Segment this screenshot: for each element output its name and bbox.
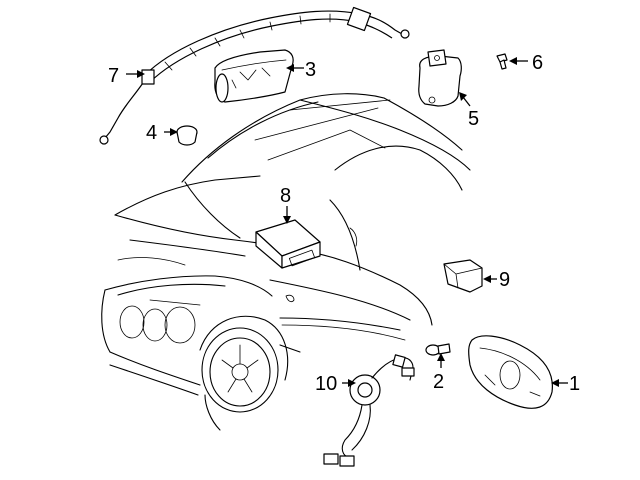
- callout-2: 2: [433, 371, 444, 393]
- callout-5: 5: [468, 108, 479, 130]
- sensor-part: [443, 259, 483, 293]
- vehicle-outline: [101, 93, 471, 431]
- callout-3: 3: [305, 59, 316, 81]
- clock-spring-part: [323, 354, 415, 467]
- callout-8: 8: [280, 185, 291, 207]
- driver-airbag-part: [468, 335, 553, 409]
- callout-labels: 1 2 3 4 5 6 7 8 9 10: [108, 52, 580, 395]
- screw-part: [496, 53, 508, 70]
- leader-arrows: [126, 57, 568, 387]
- callout-4: 4: [146, 122, 157, 144]
- callout-9: 9: [499, 269, 510, 291]
- callout-6: 6: [532, 52, 543, 74]
- callout-7: 7: [108, 65, 119, 87]
- callout-10: 10: [315, 373, 337, 395]
- callout-1: 1: [569, 373, 580, 395]
- sensor-bracket-part: [418, 49, 462, 107]
- control-module-part: [255, 219, 321, 269]
- bolt-part: [425, 343, 451, 356]
- passenger-airbag-part: [214, 49, 294, 103]
- cap-part: [176, 125, 198, 146]
